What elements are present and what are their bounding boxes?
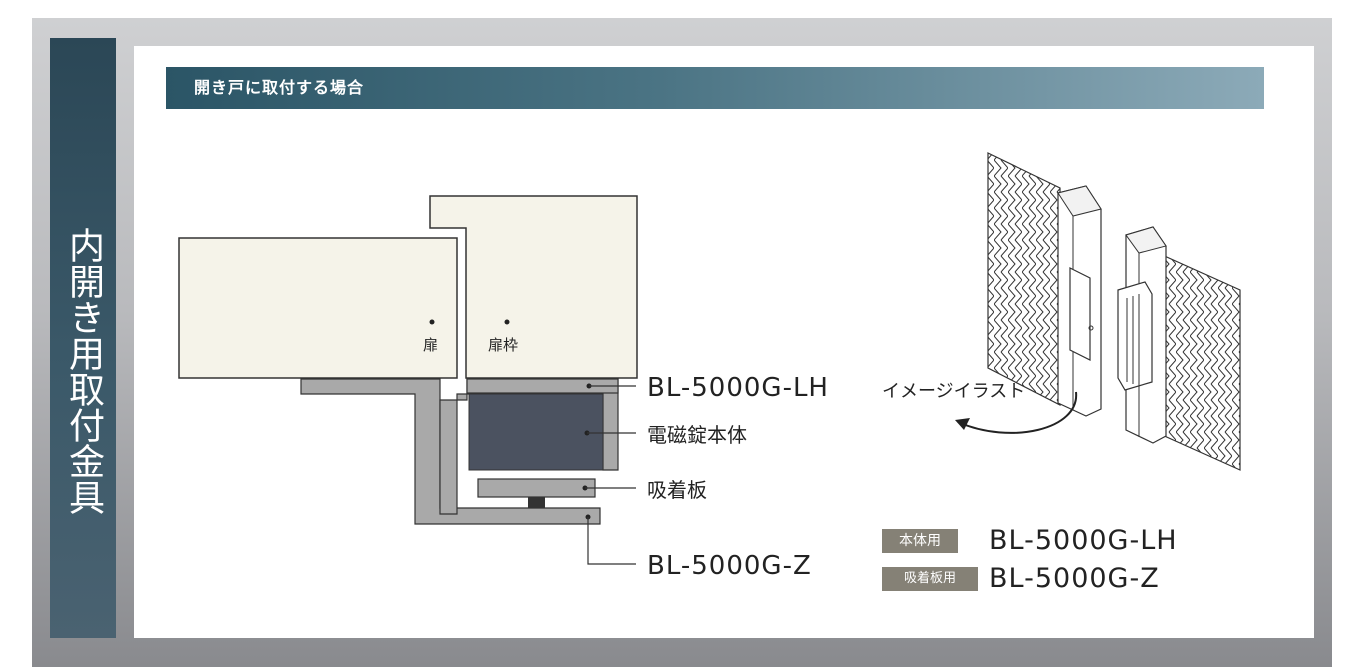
- frame-label: 扉枠: [488, 336, 518, 354]
- armature-plate: [477, 478, 596, 498]
- side-band: 内開き用取付金具: [50, 38, 116, 638]
- left-wall-panel: [987, 152, 1061, 406]
- frame-dot: [504, 319, 510, 325]
- legend-badge-body: 本体用: [882, 529, 958, 553]
- legend-model-body: BL-5000G-LH: [989, 525, 1178, 556]
- door-label: 扉: [423, 336, 438, 354]
- section-header-text: 開き戸に取付する場合: [194, 78, 365, 97]
- rotation-arrowhead: [955, 418, 970, 430]
- right-post-top: [1125, 226, 1167, 254]
- left-post-top: [1057, 185, 1102, 217]
- callout-z: BL-5000G-Z: [647, 551, 812, 581]
- illus-magnet: [1117, 281, 1153, 391]
- illus-armature: [1069, 267, 1091, 361]
- callout-body: 電磁錠本体: [647, 423, 747, 447]
- rotation-arrow: [957, 391, 1078, 434]
- armature-stem: [528, 497, 545, 508]
- door-shape: [178, 237, 458, 379]
- door-dot: [429, 319, 435, 325]
- content-panel: 開き戸に取付する場合: [134, 46, 1314, 638]
- callout-plate: 吸着板: [647, 478, 707, 502]
- right-wall-panel: [1159, 253, 1241, 471]
- legend-model-plate: BL-5000G-Z: [989, 563, 1160, 594]
- callout-lh: BL-5000G-LH: [647, 373, 829, 403]
- callout-line-z: [587, 517, 636, 565]
- illustration-label: イメージイラスト: [882, 381, 1025, 402]
- illus-screw: [1088, 325, 1094, 331]
- side-title: 内開き用取付金具: [63, 227, 104, 515]
- magnet-body: [468, 393, 604, 471]
- door-frame-shape: [429, 195, 638, 379]
- legend-badge-plate: 吸着板用: [882, 567, 978, 591]
- section-header: 開き戸に取付する場合: [166, 67, 1264, 109]
